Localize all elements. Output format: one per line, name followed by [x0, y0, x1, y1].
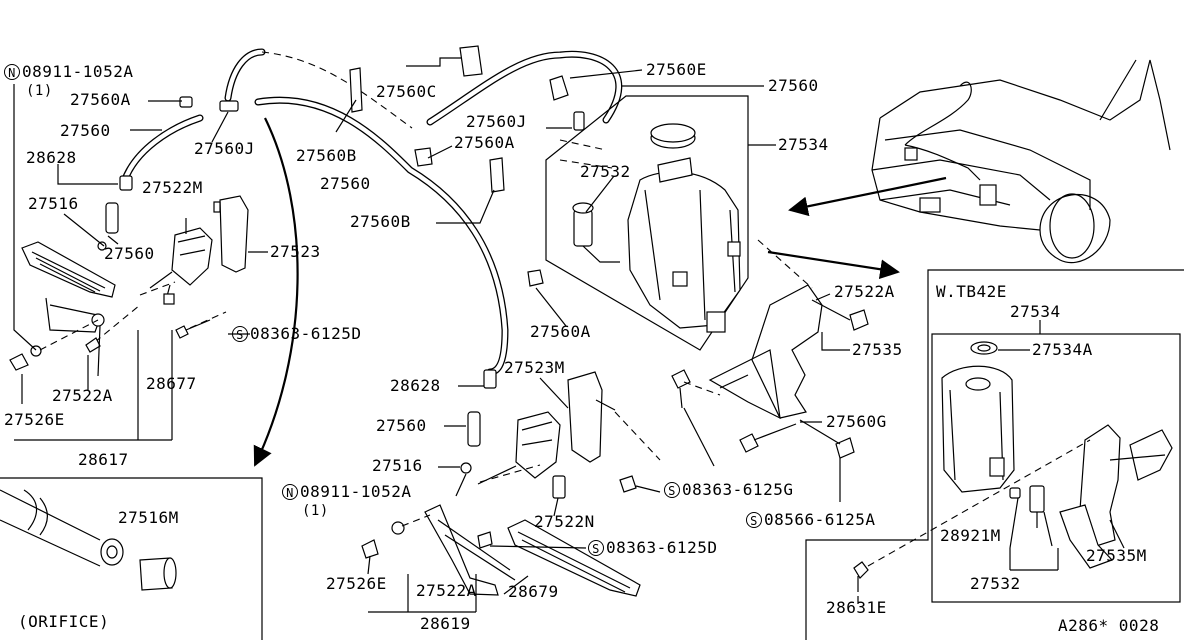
callout-27560A-left: 27560A [70, 90, 131, 109]
callout-27560G: 27560G [826, 412, 887, 431]
bracket-center [567, 371, 661, 493]
callout-28617: 28617 [78, 450, 129, 469]
wiper-arm-left [21, 241, 116, 357]
inset-bracket [867, 424, 1173, 569]
motor-left [149, 227, 213, 305]
callout-27560-right: 27560 [768, 76, 819, 95]
callout-27535: 27535 [852, 340, 903, 359]
callout-27534A: 27534A [1032, 340, 1093, 359]
washer-pump [559, 139, 620, 263]
clips-center [349, 45, 585, 287]
s-symbol-circle-center: S [588, 540, 604, 556]
s-symbol-circle-g: S [664, 482, 680, 498]
callout-27526E-left: 27526E [4, 410, 65, 429]
callout-28921M: 28921M [940, 526, 1001, 545]
truck-illustration [871, 59, 1171, 264]
callout-27560J-center: 27560J [466, 112, 527, 131]
callout-27560C: 27560C [376, 82, 437, 101]
callout-orifice: (ORIFICE) [18, 612, 110, 631]
nozzle-left-cluster [97, 96, 239, 251]
hose-left-upper [120, 114, 204, 186]
callout-27516M: 27516M [118, 508, 179, 527]
callout-28631E: 28631E [826, 598, 887, 617]
callout-28628-center: 28628 [390, 376, 441, 395]
n-symbol-circle-bottom: N [282, 484, 298, 500]
bracket-left [213, 195, 249, 273]
s-symbol-circle: S [232, 326, 248, 342]
callout-28677: 28677 [146, 374, 197, 393]
tank-bracket [671, 239, 869, 459]
reservoir-group-box [545, 95, 749, 351]
callout-27534: 27534 [778, 135, 829, 154]
inset-tank [941, 341, 1015, 493]
callout-27522A-center: 27522A [416, 581, 477, 600]
callout-27532: 27532 [580, 162, 631, 181]
callout-27526E-center: 27526E [326, 574, 387, 593]
hose-main-long [254, 96, 509, 376]
callout-27532-inset: 27532 [970, 574, 1021, 593]
hose-top-to-connector [224, 48, 266, 102]
callout-28679: 28679 [508, 582, 559, 601]
callout-28619: 28619 [420, 614, 471, 633]
callout-27560B-upper: 27560B [296, 146, 357, 165]
callout-27560-center: 27560 [320, 174, 371, 193]
callout-27560J-left: 27560J [194, 139, 255, 158]
callout-27523: 27523 [270, 242, 321, 261]
hose-upper-right [426, 50, 623, 126]
leader-lines [13, 57, 1125, 613]
callout-27516-left: 27516 [28, 194, 79, 213]
orifice-detail-box [0, 477, 263, 640]
left-fasteners [9, 337, 101, 371]
motor-center [477, 411, 566, 499]
callout-27522A-left: 27522A [52, 386, 113, 405]
drawing-reference-code: A286* 0028 [1058, 616, 1160, 635]
callout-27522M: 27522M [142, 178, 203, 197]
callout-27534-inset: 27534 [1010, 302, 1061, 321]
callout-27522A-right: 27522A [834, 282, 895, 301]
callout-27516-center: 27516 [372, 456, 423, 475]
arrow-to-inset [767, 250, 900, 280]
inset-pump [1009, 485, 1045, 528]
callout-27560-lower: 27560 [376, 416, 427, 435]
callout-27522N: 27522N [534, 512, 595, 531]
inset-title: W.TB42E [936, 282, 1007, 301]
callout-27560A-center: 27560A [454, 133, 515, 152]
callout-27560-motor: 27560 [104, 244, 155, 263]
arrow-to-tank [788, 176, 947, 217]
callout-qty-1-bottom: (1) [302, 503, 329, 519]
n-symbol-circle: N [4, 64, 20, 80]
callout-27560A-lower: 27560A [530, 322, 591, 341]
wiper-linkage-center [361, 464, 641, 597]
callout-27560E: 27560E [646, 60, 707, 79]
inset-frame [805, 269, 1184, 640]
callout-27560B-lower: 27560B [350, 212, 411, 231]
s-symbol-circle-a: S [746, 512, 762, 528]
callout-27535M: 27535M [1086, 546, 1147, 565]
callout-28628-left: 28628 [26, 148, 77, 167]
clip-28631E [853, 561, 869, 592]
callout-27560-left: 27560 [60, 121, 111, 140]
nozzle-center-cluster [455, 369, 497, 497]
callout-qty-1-top: (1) [26, 83, 53, 99]
washer-tank [627, 123, 741, 333]
direction-arrow-curved [253, 117, 299, 467]
bolt-left [39, 281, 227, 351]
callout-27523M: 27523M [504, 358, 565, 377]
